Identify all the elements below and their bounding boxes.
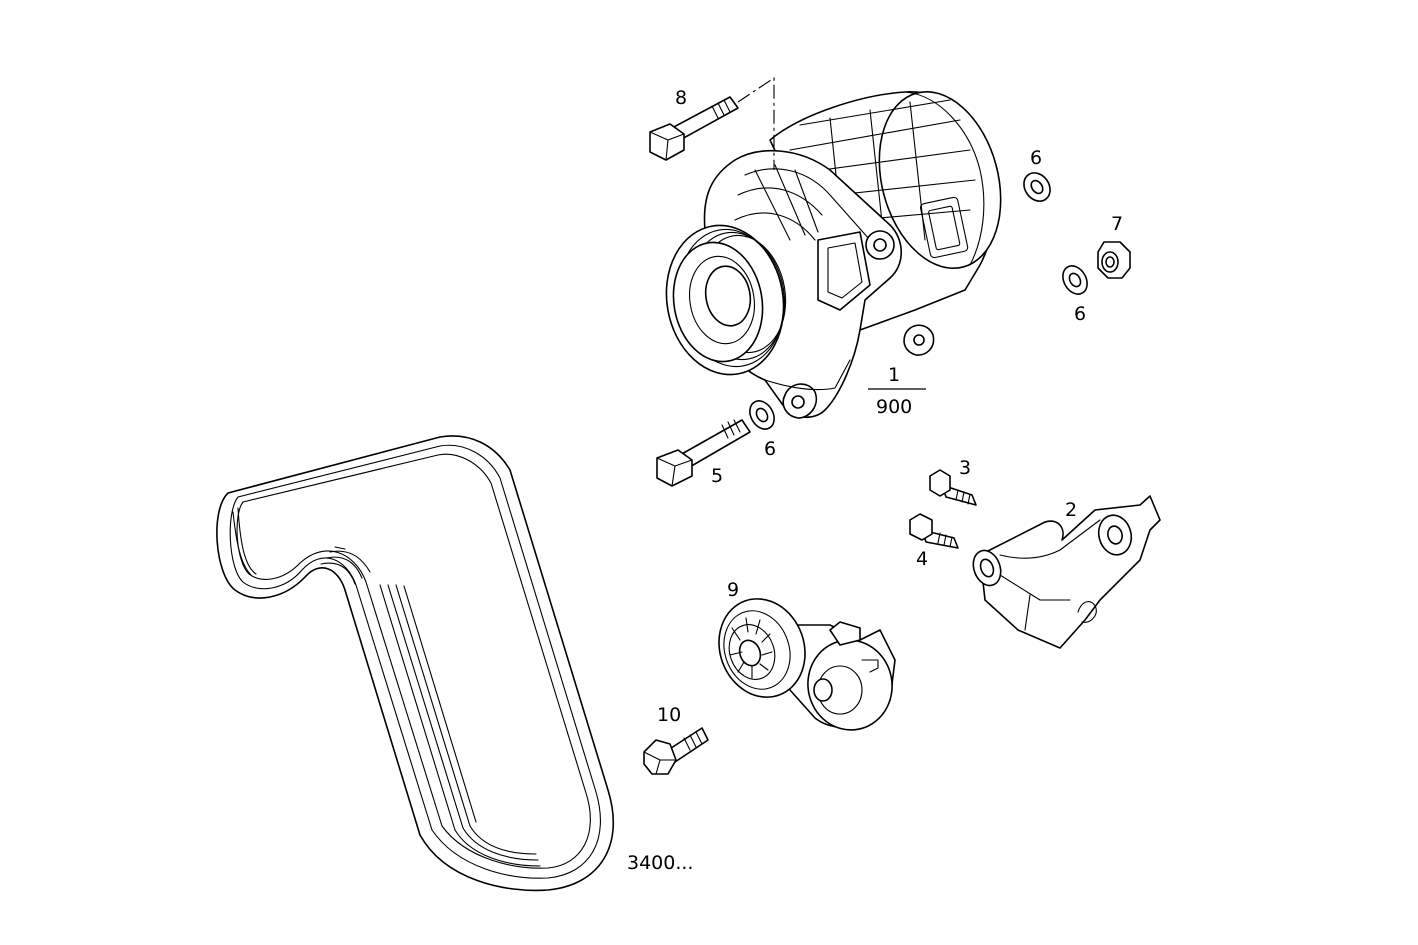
mounting-bracket xyxy=(972,495,1161,649)
upper-bolt xyxy=(649,76,775,170)
callout-lower-bolt: 5 xyxy=(711,465,723,487)
washer-lower-left xyxy=(749,400,775,430)
lower-bolt xyxy=(656,419,751,487)
bracket-screw-b xyxy=(909,513,959,549)
belt-tensioner xyxy=(718,598,896,731)
callout-upper-bolt: 8 xyxy=(675,87,687,109)
washer-upper xyxy=(1023,172,1051,202)
callout-nut: 7 xyxy=(1111,213,1123,235)
callout-alternator-ref: 900 xyxy=(876,396,912,418)
callout-tensioner: 9 xyxy=(727,579,739,601)
callout-bracket-screw-a: 3 xyxy=(959,457,971,479)
alternator xyxy=(665,90,1002,419)
tensioner-bolt xyxy=(643,727,709,775)
callout-washer-lower-right: 6 xyxy=(1074,303,1086,325)
callout-belt-ref: 3400... xyxy=(627,852,693,874)
callout-alternator: 1 xyxy=(888,364,900,386)
bracket-screw-a xyxy=(929,469,977,506)
nut xyxy=(1097,241,1131,279)
washer-lower-right xyxy=(1062,265,1088,295)
callout-washer-lower-left: 6 xyxy=(764,438,776,460)
callout-washer-upper: 6 xyxy=(1030,147,1042,169)
callout-bracket-screw-b: 4 xyxy=(916,548,928,570)
drive-belt xyxy=(216,435,615,892)
callout-tensioner-bolt: 10 xyxy=(657,704,681,726)
callout-bracket: 2 xyxy=(1065,499,1077,521)
